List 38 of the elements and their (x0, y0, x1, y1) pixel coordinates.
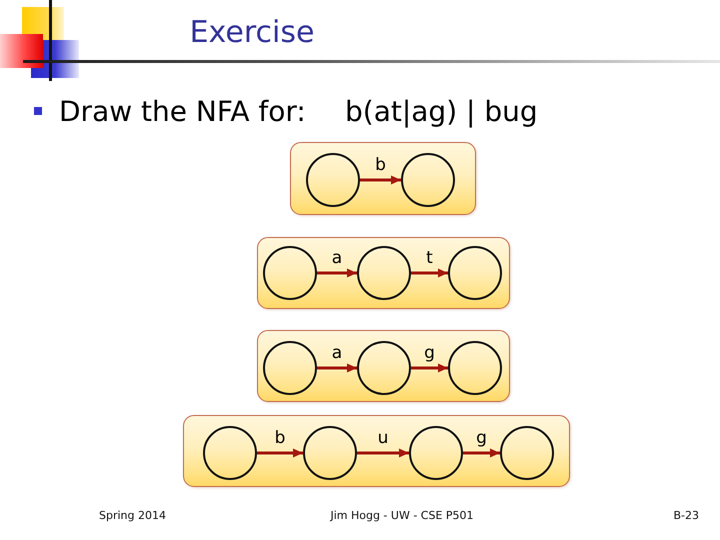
edge-label: u (376, 428, 390, 448)
nfa-panel (290, 142, 476, 215)
state-circle (263, 246, 317, 300)
nfa-panel (183, 415, 570, 487)
state-circle (303, 426, 357, 480)
state-circle (306, 153, 360, 207)
transition-arrow (357, 448, 409, 458)
edge-label: b (374, 155, 387, 175)
edge-label: g (423, 343, 436, 363)
edge-label: g (475, 428, 488, 448)
state-circle (409, 426, 463, 480)
page-number: B-23 (672, 509, 699, 523)
nfa-panel (257, 237, 510, 309)
state-circle (203, 426, 257, 480)
transition-arrow (317, 268, 357, 278)
slide-title: Exercise (188, 14, 316, 52)
footer-text: Spring 2014 (99, 509, 166, 523)
edge-label: a (330, 343, 344, 363)
footer-text: Jim Hogg - UW - CSE P501 (329, 509, 475, 523)
state-circle (448, 246, 502, 300)
transition-arrow (257, 448, 303, 458)
edge-label: t (425, 248, 434, 268)
transition-arrow (411, 364, 448, 372)
transition-arrow (463, 448, 500, 458)
transition-arrow (360, 176, 401, 184)
state-circle (448, 341, 502, 395)
state-circle (401, 153, 455, 207)
edge-label: a (330, 248, 344, 268)
state-circle (357, 341, 411, 395)
edge-label: b (274, 428, 286, 448)
state-circle (357, 246, 411, 300)
transition-arrow (411, 268, 448, 278)
bullet-text: Draw the NFA for: (59, 94, 306, 129)
state-circle (500, 426, 554, 480)
nfa-panel (257, 330, 510, 402)
state-circle (263, 341, 317, 395)
transition-arrow (317, 364, 357, 372)
regex-text: b(at|ag) | bug (345, 94, 538, 129)
